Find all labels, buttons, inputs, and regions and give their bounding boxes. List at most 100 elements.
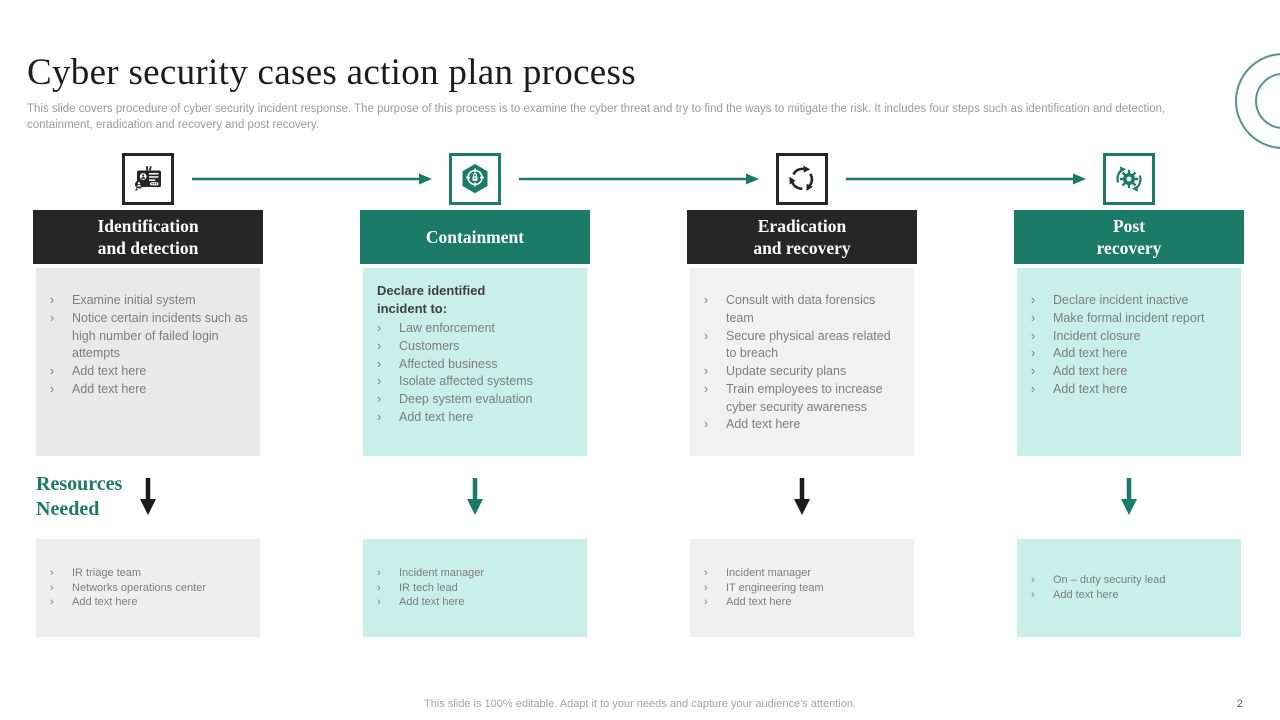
steps-box-post-recovery: › Declare incident inactive › Make forma…	[1017, 268, 1241, 456]
step-text: Isolate affected systems	[399, 374, 533, 389]
resource-text: IT engineering team	[726, 581, 824, 594]
bullet-chevron-icon: ›	[704, 596, 708, 609]
resource-text: Incident manager	[399, 567, 484, 580]
sync-arrows-icon	[784, 164, 820, 195]
step-text: Make formal incident report	[1053, 310, 1205, 325]
step-text: Deep system evaluation	[399, 392, 533, 407]
list-item: › Add text here	[1027, 381, 1233, 399]
list-item: › Law enforcement	[373, 320, 579, 338]
step-text: Incident closure	[1053, 328, 1141, 343]
down-arrow-icon	[467, 478, 483, 515]
steps-box-eradication: › Consult with data forensics team › Sec…	[690, 268, 914, 456]
resources-box-identification: › IR triage team › Networks operations c…	[36, 539, 260, 637]
step-text: Add text here	[726, 417, 801, 432]
bullet-chevron-icon: ›	[377, 356, 382, 371]
stage-header-containment: Containment	[360, 210, 590, 264]
step-text: Add text here	[1053, 364, 1128, 378]
step-text: Add text here	[72, 364, 147, 378]
step-text: Affected business	[399, 356, 498, 371]
stage-header-identification: Identification and detection	[33, 210, 263, 264]
list-item: › Networks operations center	[46, 581, 208, 596]
list-item: › IR triage team	[46, 566, 208, 581]
stage-title-line: and detection	[97, 238, 199, 258]
list-item: › Affected business	[373, 356, 579, 374]
resources-box-containment: › Incident manager › IR tech lead › Add …	[363, 539, 587, 637]
list-item: › Add text here	[700, 595, 826, 610]
resources-box-post-recovery: › On – duty security lead › Add text her…	[1017, 539, 1241, 637]
bullet-chevron-icon: ›	[704, 381, 709, 396]
resource-text: IR triage team	[72, 567, 142, 580]
bullet-chevron-icon: ›	[377, 374, 382, 389]
list-item: › Add text here	[46, 381, 252, 399]
bullet-chevron-icon: ›	[1031, 310, 1036, 325]
list-item: › Update security plans	[700, 363, 906, 381]
list-item: › Examine initial system	[46, 292, 252, 310]
resources-list: › IR triage team › Networks operations c…	[46, 566, 208, 610]
resource-text: On – duty security lead	[1053, 574, 1166, 587]
resource-text: Add text here	[399, 596, 465, 609]
list-item: › IT engineering team	[700, 581, 826, 596]
process-column-post-recovery: Post recovery › Declare incident inactiv…	[1014, 153, 1244, 645]
step-text: Declare incident inactive	[1053, 293, 1189, 307]
resources-list: › Incident manager › IR tech lead › Add …	[373, 566, 486, 610]
list-item: › Add text here	[46, 363, 252, 381]
resource-text: Add text here	[72, 596, 138, 609]
down-arrow-icon	[1120, 478, 1138, 516]
page-number: 2	[1236, 698, 1243, 710]
list-item: › Add text here	[1027, 345, 1233, 363]
list-item: › Secure physical areas related to breac…	[700, 328, 906, 364]
step-text: Add text here	[1053, 346, 1128, 361]
step-text: Secure physical areas related to breach	[726, 328, 891, 361]
stage-header-post-recovery: Post recovery	[1014, 210, 1244, 264]
resources-list: › On – duty security lead › Add text her…	[1027, 573, 1168, 602]
stage-title-line: Eradication	[757, 215, 847, 236]
steps-intro: Declare identified incident to:	[377, 283, 486, 316]
steps-list: › Consult with data forensics team › Sec…	[700, 292, 906, 434]
bullet-chevron-icon: ›	[704, 293, 709, 307]
bullet-chevron-icon: ›	[377, 581, 381, 594]
resource-text: Networks operations center	[72, 581, 206, 594]
footer-note: This slide is 100% editable. Adapt it to…	[424, 698, 856, 710]
flow-arrow-3	[846, 172, 1086, 186]
list-item: › Add text here	[373, 595, 486, 610]
list-item: › Make formal incident report	[1027, 310, 1233, 328]
step-text: Add text here	[1053, 381, 1128, 396]
right-arrow-icon	[846, 173, 1086, 185]
flow-arrow-1	[192, 172, 432, 186]
list-item: › Notice certain incidents such as high …	[46, 310, 252, 363]
gear-cycle-icon	[1116, 165, 1142, 193]
stage-title-line: Post	[1112, 215, 1146, 236]
step-text: Examine initial system	[72, 293, 196, 307]
sync-arrows-icon	[776, 153, 828, 205]
shield-target-lock-icon	[449, 153, 501, 205]
down-arrow-icon	[793, 478, 811, 516]
list-item: › On – duty security lead	[1027, 573, 1168, 588]
list-item: › Deep system evaluation	[373, 391, 579, 409]
resource-text: Add text here	[726, 596, 792, 609]
step-text: Consult with data forensics team	[726, 293, 876, 325]
list-item: › Add text here	[1027, 588, 1168, 603]
gear-cycle-icon	[1103, 153, 1155, 205]
stage-title-line: Containment	[425, 226, 525, 247]
list-item: › Train employees to increase cyber secu…	[700, 381, 906, 417]
step-text: Law enforcement	[399, 321, 495, 336]
process-column-identification: Identification and detection › Examine i…	[33, 153, 263, 645]
stage-title-line: recovery	[1096, 238, 1162, 258]
list-item: › IR tech lead	[373, 581, 486, 596]
bullet-chevron-icon: ›	[50, 381, 55, 396]
down-arrow-icon	[139, 478, 157, 516]
list-item: › Add text here	[1027, 363, 1233, 381]
resources-box-eradication: › Incident manager › IT engineering team…	[690, 539, 914, 637]
steps-box-identification: › Examine initial system › Notice certai…	[36, 268, 260, 456]
process-column-eradication: Eradication and recovery › Consult with …	[687, 153, 917, 645]
bullet-chevron-icon: ›	[377, 338, 382, 353]
bullet-chevron-icon: ›	[50, 310, 55, 325]
list-item: › Add text here	[46, 595, 208, 610]
bullet-chevron-icon: ›	[704, 417, 709, 432]
list-item: › Incident manager	[373, 566, 486, 581]
steps-list: › Declare incident inactive › Make forma…	[1027, 292, 1233, 399]
resources-list: › Incident manager › IT engineering team…	[700, 566, 826, 610]
process-column-containment: Containment Declare identified incident …	[360, 153, 590, 645]
resource-text: Add text here	[1053, 589, 1119, 601]
